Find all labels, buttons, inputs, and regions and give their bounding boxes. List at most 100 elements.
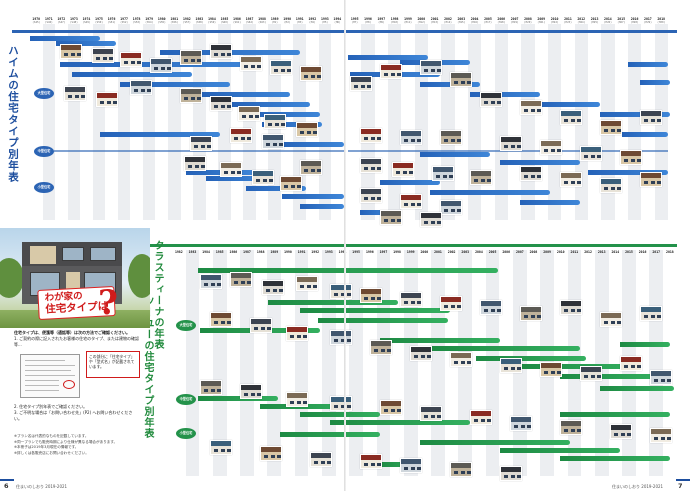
year-column-header: 2010(H22) <box>548 17 561 25</box>
cross-house-thumbnail <box>650 370 672 385</box>
heim-house-thumbnail <box>92 48 114 63</box>
heim-product-bar <box>262 122 322 127</box>
year-column-stripe <box>414 24 428 220</box>
year-label: 1973 <box>70 17 78 21</box>
year-label: 1982 <box>174 250 183 254</box>
cross-product-bar <box>476 356 586 361</box>
cross-house-thumbnail <box>620 356 642 371</box>
era-label: (H9) <box>378 21 385 24</box>
year-column-header: 2009(H21) <box>535 17 548 25</box>
year-label: 1998 <box>390 17 399 21</box>
heim-house-thumbnail <box>210 44 232 59</box>
heim-house-thumbnail <box>230 128 252 143</box>
year-column-header: 1983(S58) <box>193 17 206 25</box>
heim-product-bar <box>600 112 670 117</box>
era-label: (H22) <box>550 21 559 24</box>
heim-product-bar <box>500 160 580 165</box>
cross-product-bar <box>560 374 660 379</box>
cross-house-thumbnail <box>200 380 222 395</box>
year-label: 1985 <box>220 17 229 21</box>
cross-product-bar <box>620 342 670 347</box>
year-label: 2000 <box>417 17 426 21</box>
year-label: 2006 <box>497 17 506 21</box>
year-column-stripe <box>142 24 156 220</box>
cross-house-thumbnail <box>610 424 632 439</box>
year-label: 2010 <box>556 250 565 254</box>
cross-house-thumbnail <box>330 284 352 299</box>
heim-house-thumbnail <box>440 200 462 215</box>
era-label: (H23) <box>564 21 572 24</box>
heim-house-thumbnail <box>360 188 382 203</box>
heim-house-thumbnail <box>238 106 260 121</box>
era-label: (H26) <box>603 21 612 24</box>
cross-product-bar <box>318 318 448 323</box>
year-column-stripe <box>42 24 56 220</box>
callout-box: この部分に「住宅タイプ」や「型式名」が記載されています。 <box>86 351 140 378</box>
heim-product-bar <box>430 190 550 195</box>
year-column-header: 2014 <box>609 250 623 254</box>
cross-house-thumbnail <box>240 384 262 399</box>
era-label: (H10) <box>390 21 399 24</box>
heim-house-thumbnail <box>350 76 372 91</box>
year-column-header: 2003 <box>458 250 472 254</box>
year-label: 1990 <box>283 17 292 21</box>
cross-house-thumbnail <box>360 454 382 469</box>
heim-product-bar <box>348 55 428 60</box>
heim-product-bar <box>540 102 600 107</box>
year-label: 2001 <box>430 17 439 21</box>
year-label: 2012 <box>577 17 586 21</box>
year-column-header: 1999 <box>404 250 418 254</box>
year-label: 2002 <box>444 17 452 21</box>
year-column-header: 2014(H26) <box>601 17 614 25</box>
era-label: (H15) <box>457 21 466 24</box>
heim-house-thumbnail <box>400 130 422 145</box>
era-label: (H12) <box>417 21 426 24</box>
cross-product-bar <box>198 396 278 401</box>
year-column-stripe <box>363 250 377 476</box>
year-column-stripe <box>267 250 282 476</box>
year-label: 1997 <box>377 17 386 21</box>
note-1: ※プラン名は代表的なものを記載しています。 <box>14 434 89 438</box>
heim-house-thumbnail <box>540 140 562 155</box>
era-label: (H17) <box>484 21 492 24</box>
year-column-stripe <box>331 24 344 220</box>
year-column-header: 1980(S55) <box>155 17 168 25</box>
cross-house-thumbnail <box>310 452 332 467</box>
heim-house-thumbnail <box>480 92 502 107</box>
page-fold <box>344 0 346 491</box>
year-column-header: 1994 <box>336 250 350 254</box>
year-column-header: 2011 <box>568 250 582 254</box>
era-label: (S54) <box>145 21 154 24</box>
year-label: 2005 <box>484 17 492 21</box>
footer-text-right: 住まいのしおり 2019-2021 <box>612 484 664 489</box>
cross-category-medium: 中型住宅 <box>176 394 196 405</box>
year-label: 1980 <box>157 17 166 21</box>
year-column-header: 1991 <box>295 250 309 254</box>
cross-house-thumbnail <box>230 272 252 287</box>
cross-house-thumbnail <box>330 396 352 411</box>
year-column-header: 2000 <box>418 250 432 254</box>
heim-product-bar <box>280 142 344 147</box>
year-label: 2011 <box>564 17 572 21</box>
cross-house-thumbnail <box>560 300 582 315</box>
era-label: (S51) <box>107 21 116 24</box>
year-label: 1998 <box>393 250 401 254</box>
heim-house-thumbnail <box>470 170 492 185</box>
heim-category-small: 小型住宅 <box>34 182 54 193</box>
cross-house-thumbnail <box>580 366 602 381</box>
year-label: 2005 <box>488 250 497 254</box>
year-column-stripe <box>594 250 609 476</box>
instructions-step3: 3. ご不明な場合は「お問い合わせ先」(P2) へお問い合わせください。 <box>14 410 133 421</box>
cross-product-bar <box>300 308 450 313</box>
page-number-left: 6 <box>4 482 9 490</box>
cross-product-bar <box>420 440 570 445</box>
heim-house-thumbnail <box>450 72 472 87</box>
cross-house-thumbnail <box>450 352 472 367</box>
year-column-header: 1975(S50) <box>93 17 106 25</box>
year-label: 1991 <box>297 250 306 254</box>
twoyou-section-title: ツーユーの住宅タイプ別年表 <box>142 296 153 439</box>
year-column-header: 2013(H25) <box>588 17 601 25</box>
cross-house-thumbnail <box>480 300 502 315</box>
year-column-header: 1982(S57) <box>181 17 194 25</box>
